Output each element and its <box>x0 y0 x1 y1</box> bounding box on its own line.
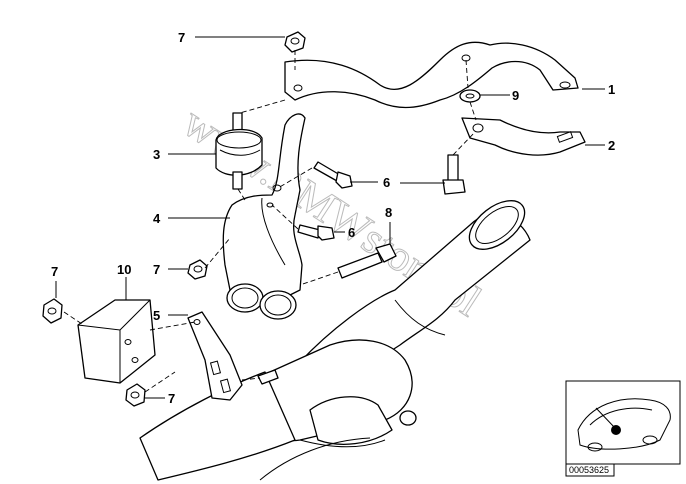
callout-7-top: 7 <box>178 30 185 45</box>
exhaust-pipe <box>139 200 531 481</box>
bolt-6-lower <box>297 224 335 241</box>
long-bolt <box>337 243 397 279</box>
lower-clamp-strap <box>461 117 586 156</box>
callout-9: 9 <box>512 88 519 103</box>
bolt-6-right <box>442 154 466 195</box>
rubber-block <box>77 299 156 384</box>
callout-5: 5 <box>153 308 160 323</box>
hanger-bracket <box>222 113 306 320</box>
callout-2: 2 <box>608 138 615 153</box>
rubber-mount <box>215 112 263 190</box>
assembly-lines <box>63 50 477 393</box>
callout-8: 8 <box>385 205 392 220</box>
callout-4: 4 <box>153 211 161 226</box>
callout-10: 10 <box>117 262 131 277</box>
small-bracket <box>187 311 243 401</box>
callout-6-upper: 6 <box>383 175 390 190</box>
nut-7-bottom <box>125 383 146 407</box>
nut-7-left <box>42 298 63 324</box>
callout-6-lower: 6 <box>348 225 355 240</box>
callout-1: 1 <box>608 82 615 97</box>
callout-7-mid: 7 <box>153 262 160 277</box>
washer-9 <box>459 89 481 103</box>
location-marker-icon <box>611 425 621 435</box>
bolt-6-upper <box>313 161 353 189</box>
callout-7-left: 7 <box>51 264 58 279</box>
leader-lines <box>55 36 605 399</box>
diagram-code: 00053625 <box>569 465 609 475</box>
nut-7-mid <box>187 259 208 280</box>
upper-clamp-strap <box>284 41 579 109</box>
car-location-inset: 00053625 <box>565 380 681 477</box>
callout-7-bottom: 7 <box>168 391 175 406</box>
nut-7-top <box>284 31 306 53</box>
callout-3: 3 <box>153 147 160 162</box>
